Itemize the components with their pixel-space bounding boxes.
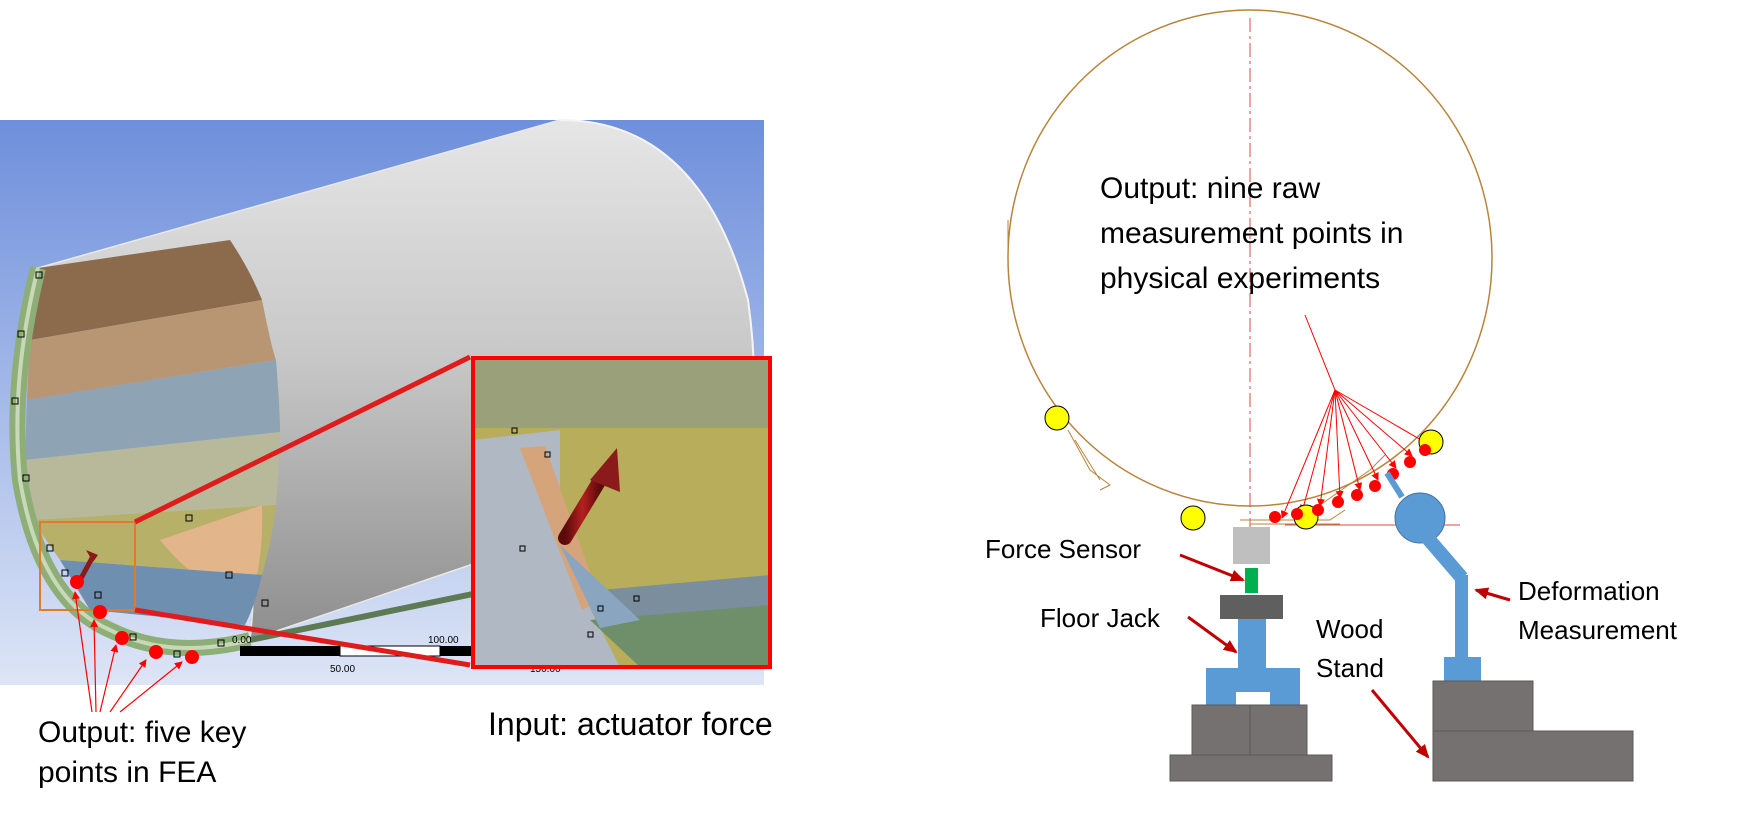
support-points: [1044, 405, 1444, 531]
fea-output-label-line1: Output: five key: [38, 716, 246, 749]
measurement-point: [1419, 444, 1431, 456]
zoom-connector-bottom: [134, 607, 471, 668]
zoom-connector-top: [133, 354, 472, 525]
fea-node-markers: [11, 271, 269, 658]
floor-jack-arrow: [1187, 615, 1238, 654]
fea-key-point: [70, 575, 84, 589]
scale-tick-100: 100.00: [428, 635, 459, 646]
zoom-source-box: [39, 521, 136, 611]
gauge-arm: [1419, 530, 1468, 583]
measurement-point: [1312, 504, 1324, 516]
gauge-foot: [1444, 657, 1481, 681]
deformation-arrow: [1474, 587, 1511, 602]
wood-stand-arrow: [1370, 689, 1430, 759]
gauge-post: [1455, 575, 1468, 663]
deformation-label-line2: Measurement: [1518, 615, 1678, 645]
measurement-point: [1369, 480, 1381, 492]
fea-callout-arrows: [72, 591, 183, 713]
experiment-output-label-line3: physical experiments: [1100, 262, 1380, 295]
actuator-arrow-large: [558, 473, 607, 545]
fea-key-point: [149, 645, 163, 659]
force-sensor-label: Force Sensor: [985, 534, 1141, 564]
deformation-label-line1: Deformation: [1518, 576, 1660, 606]
jack-base-plate: [1169, 754, 1333, 782]
fea-output-label-line2: points in FEA: [38, 756, 216, 789]
fea-model: 0.00 50.00 100.00 150.00: [0, 119, 773, 789]
ring-fixtures: [1007, 220, 1386, 525]
wood-stand-upper: [1432, 680, 1534, 732]
scale-tick-0: 0.00: [232, 635, 252, 646]
fea-key-points: [70, 575, 199, 664]
measurement-point: [1269, 511, 1281, 523]
experiment-output-label-line2: measurement points in: [1100, 217, 1404, 250]
jack-top-plate: [1220, 595, 1283, 619]
measurement-point: [1404, 456, 1416, 468]
measurement-point: [1351, 489, 1363, 501]
gauge-head: [1394, 492, 1446, 544]
experiment-output-label-line1: Output: nine raw: [1100, 172, 1320, 205]
fea-key-point: [115, 631, 129, 645]
measurement-points: [1269, 444, 1431, 523]
wood-stand-lower: [1432, 730, 1634, 782]
support-point: [1044, 405, 1070, 431]
wood-stand-label-line2: Stand: [1316, 653, 1384, 683]
support-point: [1180, 505, 1206, 531]
fea-key-point: [185, 650, 199, 664]
gauge-probe: [1384, 471, 1405, 499]
floor-jack: [1206, 619, 1300, 705]
measurement-point: [1332, 496, 1344, 508]
scale-tick-150: 150.00: [530, 664, 561, 675]
fea-key-point: [93, 605, 107, 619]
floor-jack-label: Floor Jack: [1040, 603, 1161, 633]
force-sensor-link: [1245, 568, 1258, 593]
zoom-inset: [471, 356, 772, 669]
measurement-point: [1291, 508, 1303, 520]
force-sensor: [1233, 527, 1270, 564]
experiment-setup: Output: nine raw measurement points in p…: [985, 9, 1678, 782]
wood-stand-label-line1: Wood: [1316, 614, 1383, 644]
scale-tick-50: 50.00: [330, 664, 355, 675]
force-sensor-arrow: [1179, 553, 1245, 582]
fea-input-label: Input: actuator force: [488, 706, 773, 742]
measurement-callout-lines: [1280, 314, 1429, 519]
